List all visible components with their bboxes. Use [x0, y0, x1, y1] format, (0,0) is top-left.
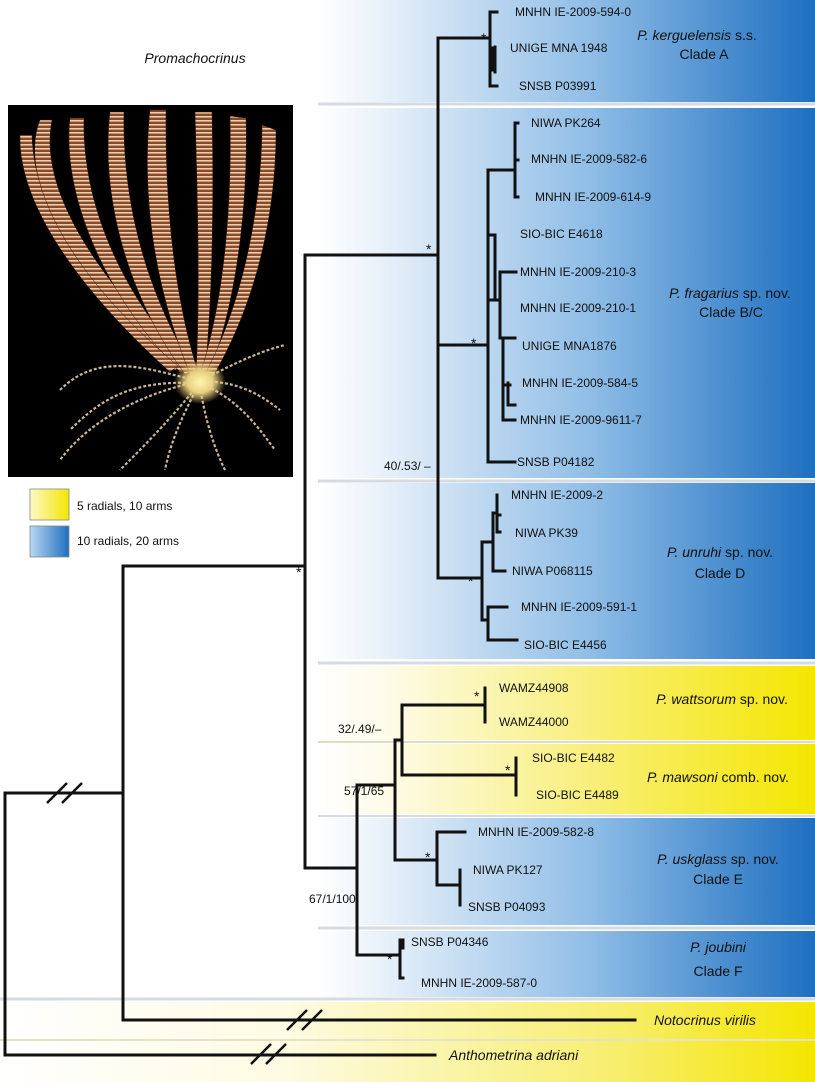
specimen-label: MNHN IE-2009-210-1	[520, 301, 636, 315]
branch-crown	[303, 253, 440, 870]
species-suffix: sp. nov.	[727, 851, 779, 867]
specimen-label: MNHN IE-2009-582-8	[478, 825, 594, 839]
branch-clade-d	[480, 511, 519, 642]
specimen-label: NIWA PK39	[515, 526, 578, 540]
clade-labels: P. kerguelensis s.s. Clade A P. fragariu…	[448, 27, 791, 1063]
clade-id-bc: Clade B/C	[699, 304, 763, 320]
clade-label-mawsoni: P. mawsoni comb. nov.	[647, 769, 789, 785]
species-name: P. wattsorum	[656, 691, 736, 707]
band-clade-bc	[318, 108, 815, 478]
band-clade-e	[318, 818, 815, 925]
branch-upper	[436, 36, 492, 580]
branch-break-marks	[46, 782, 323, 1065]
band-clade-a	[318, 0, 815, 102]
species-suffix: sp. nov.	[721, 544, 773, 560]
taxon-anthometrina: Anthometrina adriani	[448, 1047, 579, 1063]
support-value-s3: 57/1/65	[344, 784, 384, 798]
specimen-label: SNSB P04182	[517, 455, 595, 469]
support-value-s2: 32/.49/–	[338, 722, 382, 736]
species-name: P. fragarius	[669, 285, 739, 301]
species-suffix: sp. nov.	[736, 691, 788, 707]
support-star: *	[468, 573, 474, 589]
specimen-label: NIWA PK127	[473, 863, 543, 877]
support-star: *	[296, 564, 302, 580]
specimen-label: UNIGE MNA1876	[522, 339, 617, 353]
branch-lower	[355, 783, 397, 957]
specimen-label: NIWA PK264	[531, 116, 601, 130]
specimen-label: MNHN IE-2009-9611-7	[520, 413, 642, 427]
clade-label-wattsorum: P. wattsorum sp. nov.	[656, 691, 788, 707]
species-suffix: s.s.	[731, 27, 757, 43]
support-star: *	[474, 688, 480, 704]
specimen-label: MNHN IE-2009-587-0	[421, 976, 537, 990]
specimen-label: MNHN IE-2009-614-9	[535, 190, 651, 204]
specimen-label: SNSB P04093	[468, 900, 546, 914]
support-star: *	[387, 951, 393, 967]
support-star: *	[425, 849, 431, 865]
band-outgroup	[0, 1002, 815, 1082]
support-star: *	[481, 30, 487, 46]
legend: 5 radials, 10 arms 10 radials, 20 arms	[29, 488, 179, 558]
specimen-label: SNSB P03991	[519, 79, 597, 93]
branch-node-a	[121, 564, 307, 1022]
species-suffix: sp. nov.	[739, 285, 791, 301]
clade-id-a: Clade A	[679, 46, 729, 62]
clade-id-d: Clade D	[695, 565, 746, 581]
support-value-s4: 67/1/100	[309, 892, 356, 906]
specimen-label: SNSB P04346	[411, 935, 489, 949]
specimen-labels: MNHN IE-2009-594-0 UNIGE MNA 1948 SNSB P…	[411, 5, 651, 990]
specimen-label: MNHN IE-2009-584-5	[522, 376, 638, 390]
phylogeny-branches	[3, 10, 637, 1057]
support-star: *	[426, 241, 432, 257]
support-values: * * * * * * * * * 40/.53/ – 32/.49/– 57/…	[296, 30, 511, 967]
specimen-label: MNHN IE-2009-210-3	[520, 265, 636, 279]
clade-label-unruhi: P. unruhi sp. nov.	[667, 544, 773, 560]
taxon-notocrinus: Notocrinus virilis	[654, 1012, 756, 1028]
species-suffix: comb. nov.	[718, 769, 789, 785]
specimen-label: MNHN IE-2009-594-0	[515, 5, 631, 19]
band-clade-d	[318, 483, 815, 659]
clade-label-fragarius: P. fragarius sp. nov.	[669, 285, 791, 301]
species-name: P. unruhi	[667, 544, 722, 560]
support-star: *	[505, 762, 511, 778]
specimen-label: WAMZ44908	[499, 681, 569, 695]
clade-label-kerguelensis: P. kerguelensis s.s.	[637, 27, 757, 43]
legend-blue-label: 10 radials, 20 arms	[77, 534, 179, 548]
support-star: *	[471, 335, 477, 351]
clade-label-joubini: P. joubini	[690, 939, 747, 955]
legend-swatch-yellow	[29, 488, 70, 521]
branch-clade-bc	[436, 253, 490, 347]
specimen-label: MNHN IE-2009-591-1	[521, 600, 637, 614]
specimen-label: MNHN IE-2009-582-6	[531, 152, 647, 166]
species-name: P. mawsoni	[647, 769, 718, 785]
specimen-label: SIO-BIC E4618	[520, 227, 603, 241]
support-value-s1: 40/.53/ –	[384, 459, 431, 473]
specimen-label: SIO-BIC E4456	[524, 638, 607, 652]
specimen-label: UNIGE MNA 1948	[510, 41, 608, 55]
specimen-label: NIWA P068115	[512, 564, 593, 578]
specimen-label: WAMZ44000	[499, 715, 569, 729]
clade-id-f: Clade F	[693, 963, 742, 979]
specimen-label: SIO-BIC E4482	[532, 751, 615, 765]
branch-root	[3, 791, 125, 1057]
clade-id-e: Clade E	[693, 871, 743, 887]
legend-swatch-blue	[29, 525, 70, 558]
species-name: P. kerguelensis	[637, 27, 731, 43]
genus-title: Promachocrinus	[144, 50, 245, 66]
specimen-label: SIO-BIC E4489	[536, 788, 619, 802]
legend-yellow-label: 5 radials, 10 arms	[77, 499, 172, 513]
crinoid-photo	[8, 105, 293, 477]
species-name: P. uskglass	[657, 851, 727, 867]
clade-label-uskglass: P. uskglass sp. nov.	[657, 851, 779, 867]
specimen-label: MNHN IE-2009-2	[511, 488, 603, 502]
